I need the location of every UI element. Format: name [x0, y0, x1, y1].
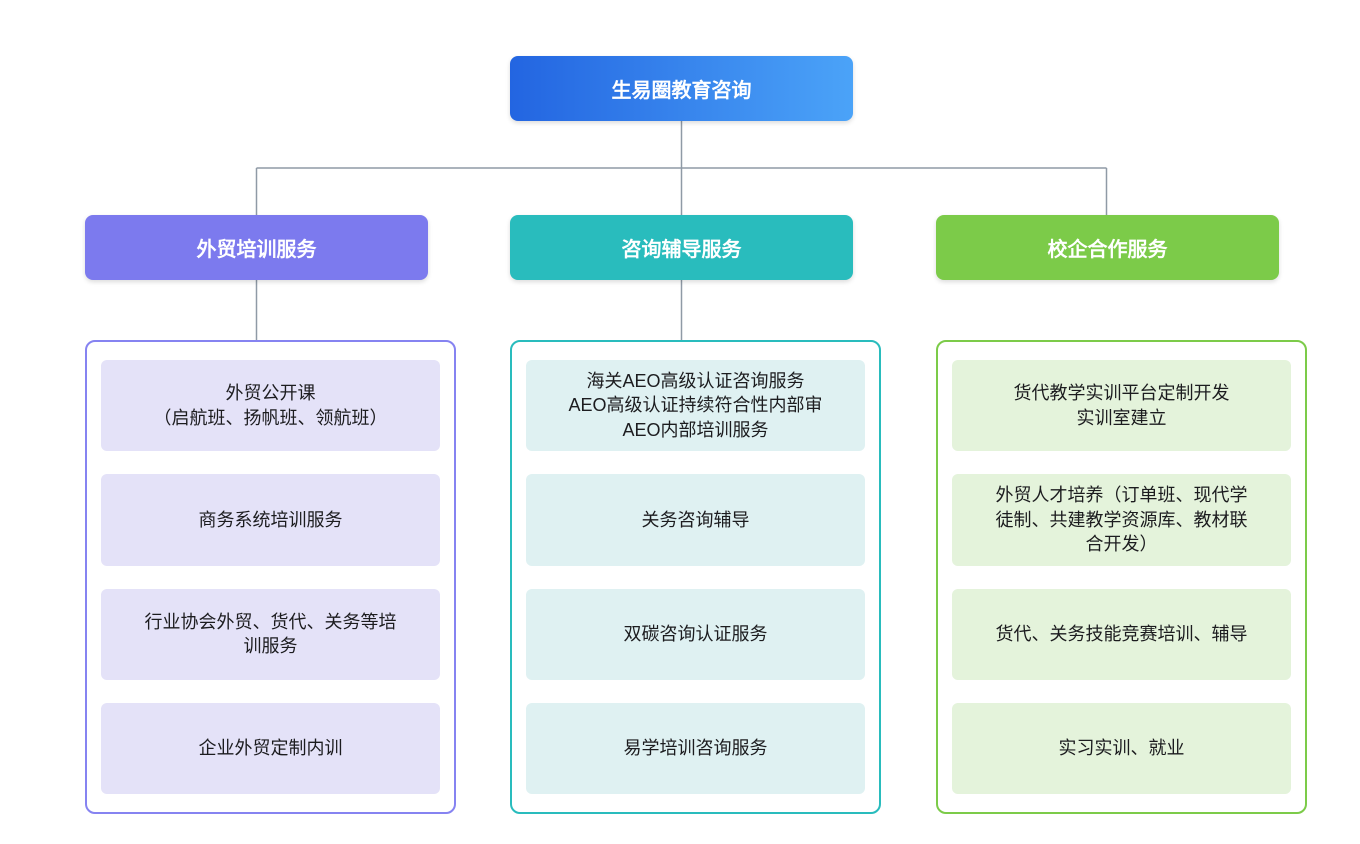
branch-header-consulting-coaching: 咨询辅导服务 — [510, 215, 853, 280]
branch-header-label: 外贸培训服务 — [196, 239, 317, 261]
branch-group-trade-training: 外贸公开课 （启航班、扬帆班、领航班） 商务系统培训服务 行业协会外贸、货代、关… — [85, 340, 456, 814]
branch-group-school-enterprise: 货代教学实训平台定制开发 实训室建立 外贸人才培养（订单班、现代学 徒制、共建教… — [936, 340, 1307, 814]
branch-header-trade-training: 外贸培训服务 — [85, 215, 428, 280]
leaf-item: 双碳咨询认证服务 — [526, 588, 865, 680]
leaf-item: 海关AEO高级认证咨询服务 AEO高级认证持续符合性内部审 AEO内部培训服务 — [526, 360, 865, 452]
leaf-item: 货代教学实训平台定制开发 实训室建立 — [952, 360, 1291, 452]
leaf-item: 外贸人才培养（订单班、现代学 徒制、共建教学资源库、教材联 合开发） — [952, 474, 1291, 566]
branch-header-label: 咨询辅导服务 — [621, 239, 742, 261]
leaf-item: 关务咨询辅导 — [526, 474, 865, 566]
branch-group-consulting-coaching: 海关AEO高级认证咨询服务 AEO高级认证持续符合性内部审 AEO内部培训服务 … — [510, 340, 881, 814]
leaf-item: 行业协会外贸、货代、关务等培 训服务 — [101, 588, 440, 680]
root-node-label: 生易圈教育咨询 — [611, 80, 752, 102]
branch-header-label: 校企合作服务 — [1047, 239, 1168, 261]
leaf-item: 货代、关务技能竞赛培训、辅导 — [952, 588, 1291, 680]
leaf-item: 商务系统培训服务 — [101, 474, 440, 566]
leaf-item: 外贸公开课 （启航班、扬帆班、领航班） — [101, 360, 440, 452]
leaf-item: 实习实训、就业 — [952, 702, 1291, 794]
root-node: 生易圈教育咨询 — [510, 56, 853, 121]
leaf-item: 企业外贸定制内训 — [101, 702, 440, 794]
leaf-item: 易学培训咨询服务 — [526, 702, 865, 794]
branch-header-school-enterprise: 校企合作服务 — [936, 215, 1279, 280]
